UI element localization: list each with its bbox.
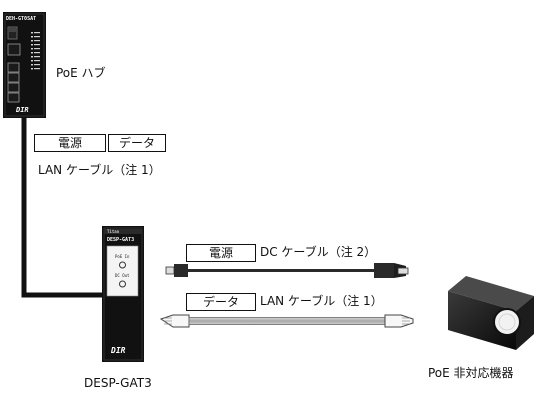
dc-out-label: DC Out [115,273,130,278]
tag-power-upper: 電源 [34,134,106,152]
tag-power-dc: 電源 [186,244,256,262]
lan-cable-hub-to-converter [21,116,104,298]
lan-cable-converter-to-device [159,314,414,328]
converter-caption: DESP-GAT3 [84,376,152,390]
converter-logo: DIR [111,346,126,355]
hub-status-leds [31,32,40,70]
hub-logo: DIR [16,106,29,114]
tag-data-lan: データ [186,293,256,311]
upper-cable-label: LAN ケーブル（注 1） [38,163,161,177]
converter-ports-panel [106,245,139,297]
converter-device [102,226,144,362]
hub-lan-port [7,62,20,73]
converter-brand: Titan [107,229,120,234]
hub-lan-port [7,72,20,83]
converter-model-label: DESP-GAT3 [107,237,135,243]
poe-hub [3,12,46,118]
hub-uplink-port [7,43,21,56]
camera-lens [493,308,521,336]
dc-cable [165,263,409,278]
hub-top-port [7,26,18,40]
poe-in-port [119,261,126,269]
camera-icon [448,276,534,350]
dc-out-port [119,280,126,288]
lan-cable-label: LAN ケーブル（注 1） [260,294,383,308]
device-label: PoE 非対応機器 [428,366,514,380]
hub-label: PoE ハブ [56,66,106,80]
tag-data-upper: データ [108,134,166,152]
hub-lan-port [7,82,20,93]
dc-cable-label: DC ケーブル（注 2） [260,245,377,259]
poe-in-label: PoE In [115,254,130,259]
hub-lan-port [7,92,20,103]
hub-model-label: DEH-GT0SAT [6,16,37,22]
